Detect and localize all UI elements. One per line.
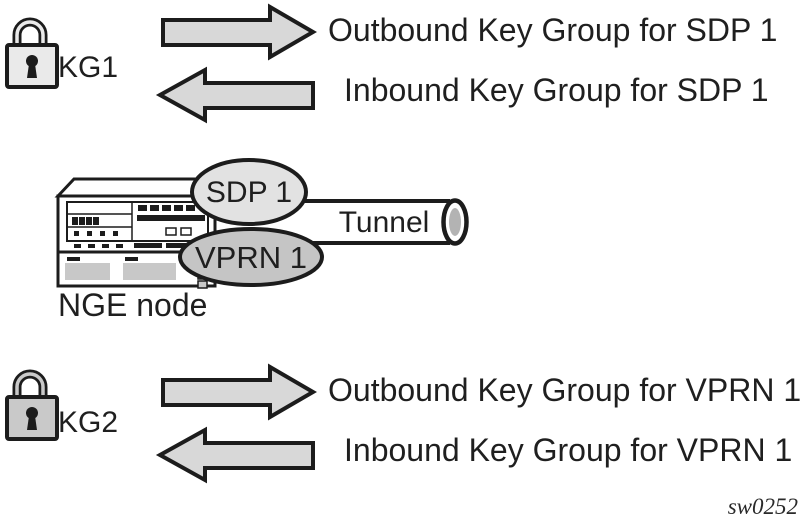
outbound-vprn1-arrow-icon [161, 363, 317, 421]
vprn1-ellipse [178, 227, 324, 287]
outbound-sdp1-label: Outbound Key Group for SDP 1 [328, 12, 777, 48]
kg1-label: KG1 [58, 51, 118, 84]
kg1-padlock-icon [5, 17, 59, 89]
sdp1-ellipse [190, 158, 308, 226]
inbound-vprn1-label: Inbound Key Group for VPRN 1 [344, 432, 792, 468]
kg2-padlock-icon [5, 369, 59, 441]
tunnel-end-cap-inner [449, 208, 461, 236]
tunnel-body [285, 201, 455, 243]
inbound-sdp1-arrow-icon [155, 66, 315, 124]
kg2-label: KG2 [58, 406, 118, 439]
sdp1-ellipse-label: SDP 1 [206, 176, 292, 209]
inbound-sdp1-label: Inbound Key Group for SDP 1 [344, 72, 769, 108]
figure-id-watermark: sw0252 [728, 494, 798, 519]
outbound-sdp1-arrow-icon [161, 3, 317, 61]
vprn1-ellipse-label: VPRN 1 [195, 240, 307, 275]
nge-node-label: NGE node [58, 287, 207, 323]
tunnel-label: Tunnel [339, 206, 430, 239]
device-ports [67, 205, 205, 248]
tunnel-icon [285, 198, 469, 246]
device-fan-trays [65, 253, 208, 289]
inbound-vprn1-arrow-icon [155, 426, 315, 484]
outbound-vprn1-label: Outbound Key Group for VPRN 1 [328, 372, 801, 408]
